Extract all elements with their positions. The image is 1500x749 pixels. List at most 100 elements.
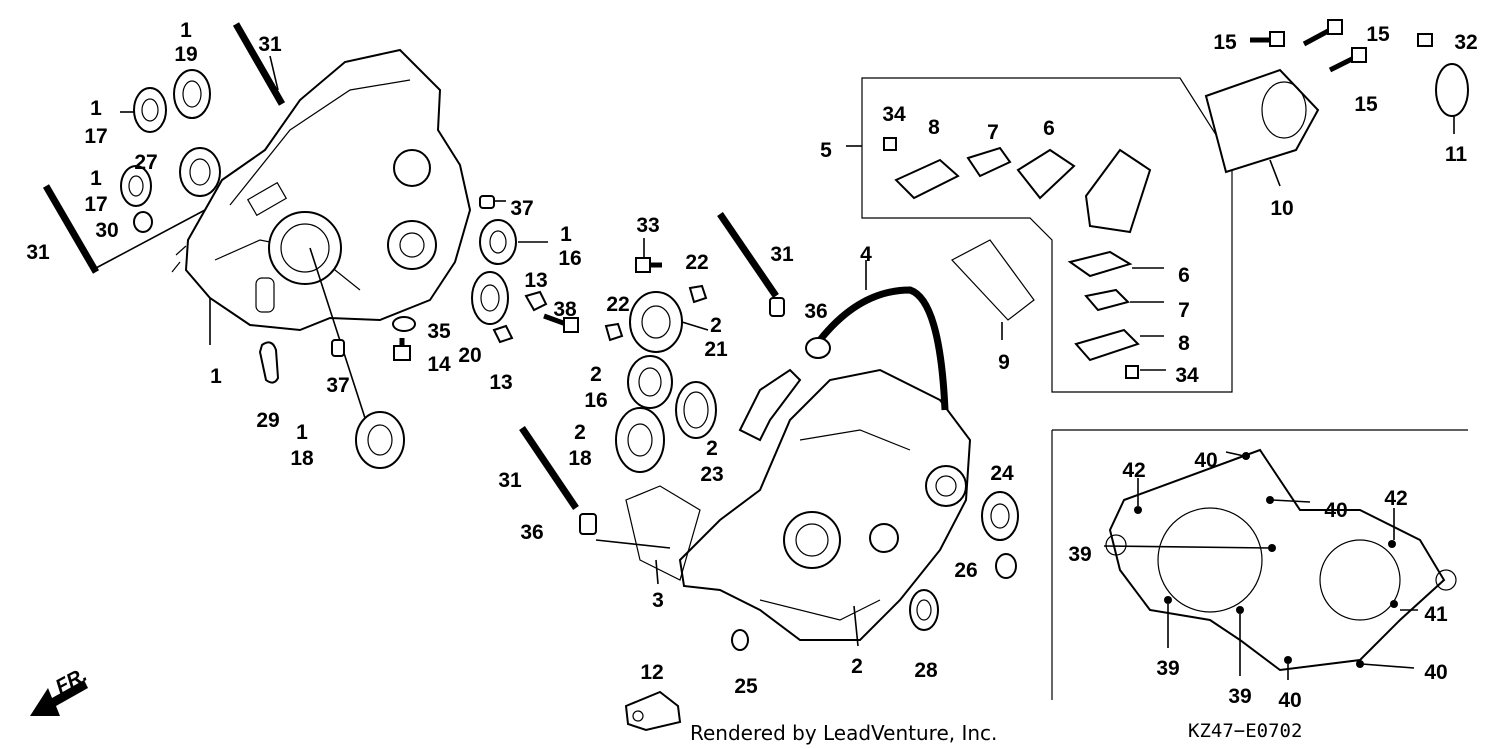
- callout-c14: 14: [427, 353, 451, 376]
- callout-c1b: 1: [90, 97, 102, 120]
- callout-c15a: 15: [1213, 31, 1237, 54]
- bearing-18-mid: [615, 407, 665, 473]
- bearing-23: [675, 381, 717, 439]
- callout-c39c: 39: [1228, 685, 1251, 708]
- callout-c2e: 2: [851, 655, 863, 678]
- callout-c40c: 40: [1278, 689, 1301, 712]
- bracket-clip: [738, 368, 802, 442]
- callout-c18a: 18: [290, 447, 314, 470]
- nut-13-upper: [524, 290, 548, 312]
- callout-c1f: 1: [296, 421, 308, 444]
- callout-c20: 20: [458, 344, 481, 367]
- callout-c22b: 22: [606, 293, 629, 316]
- callout-c5: 5: [820, 139, 832, 162]
- bearing-18-left: [309, 247, 405, 469]
- reed-7-lower: [1084, 288, 1164, 312]
- reed-cage: [1084, 148, 1152, 234]
- callout-c8a: 8: [928, 116, 940, 139]
- front-direction-marker: FR.: [30, 664, 91, 716]
- bearing-21: [629, 291, 709, 353]
- callout-c15c: 15: [1354, 93, 1378, 116]
- reed-6-upper: [1016, 148, 1076, 200]
- seal-24: [981, 491, 1019, 541]
- reed-stopper-8-lower: [1074, 328, 1164, 362]
- callout-c7b: 7: [1178, 299, 1190, 322]
- callout-c12: 12: [640, 661, 663, 684]
- callout-c31d: 31: [498, 469, 522, 492]
- callout-c34a: 34: [882, 103, 906, 126]
- callout-c6b: 6: [1178, 264, 1190, 287]
- bearing-20: [471, 271, 509, 325]
- callout-c23: 23: [700, 463, 723, 486]
- callout-c39a: 39: [1068, 543, 1091, 566]
- nut-13-lower: [492, 324, 514, 344]
- dowel-37-upper: [479, 195, 506, 209]
- screw-34-upper: [883, 137, 897, 151]
- callout-c21: 21: [704, 338, 728, 361]
- callout-c40d: 40: [1424, 661, 1447, 684]
- breather-hose-4: [805, 260, 949, 411]
- callout-c1e: 1: [210, 365, 222, 388]
- callout-c42b: 42: [1384, 487, 1407, 510]
- callout-c37a: 37: [510, 197, 533, 220]
- callout-c2a: 2: [710, 314, 722, 337]
- inset-gasket-detail: [1051, 429, 1468, 700]
- callout-c31b: 31: [26, 241, 50, 264]
- diagram-code: KZ47−E0702: [1188, 720, 1302, 742]
- callout-c28: 28: [914, 659, 938, 682]
- callout-c6a: 6: [1043, 117, 1055, 140]
- rendered-by-text: Rendered by LeadVenture, Inc.: [690, 721, 997, 745]
- clamp-11: [1435, 63, 1469, 134]
- stud-31-mid: [717, 212, 779, 298]
- seal-26: [995, 553, 1017, 579]
- callout-c18b: 18: [568, 447, 592, 470]
- callout-c25: 25: [734, 675, 758, 698]
- dowel-36-lower: [579, 513, 671, 549]
- callout-c36a: 36: [804, 300, 827, 323]
- callout-c8b: 8: [1178, 332, 1190, 355]
- callout-c34b: 34: [1175, 364, 1199, 387]
- callout-c17a: 17: [84, 125, 107, 148]
- callout-c30: 30: [95, 219, 118, 242]
- callout-c11: 11: [1445, 143, 1468, 166]
- leader-2-case: [853, 605, 859, 647]
- callout-c1d: 1: [560, 223, 572, 246]
- bolt-33: [635, 238, 662, 273]
- bearing-16-mid: [627, 355, 673, 409]
- bolt-14: [393, 338, 411, 361]
- right-crankcase-half: [678, 368, 972, 641]
- bearing-16-left: [479, 219, 548, 265]
- front-marker-text: FR.: [52, 664, 91, 699]
- callout-c19: 19: [174, 43, 197, 66]
- callout-c24: 24: [990, 462, 1014, 485]
- callout-c1a: 1: [180, 19, 192, 42]
- callout-c29: 29: [256, 409, 279, 432]
- bearing-19: [173, 69, 211, 119]
- callout-c4: 4: [860, 243, 872, 266]
- callout-c1c: 1: [90, 167, 102, 190]
- dowel-36-upper: [769, 297, 785, 317]
- callout-c36b: 36: [520, 521, 543, 544]
- callout-c31c: 31: [770, 243, 794, 266]
- callout-c27: 27: [134, 151, 157, 174]
- callout-c41: 41: [1424, 603, 1448, 626]
- callout-c35: 35: [427, 320, 451, 343]
- nut-22-lower: [604, 322, 624, 342]
- callout-c10: 10: [1270, 197, 1293, 220]
- callout-c39b: 39: [1156, 657, 1179, 680]
- callout-c13b: 13: [489, 371, 512, 394]
- screw-34-lower: [1125, 365, 1166, 379]
- callout-c32: 32: [1454, 31, 1477, 54]
- reed-stopper-8-upper: [894, 158, 960, 200]
- bearing-27: [179, 147, 221, 197]
- callout-c16b: 16: [584, 389, 607, 412]
- callout-c3: 3: [652, 589, 664, 612]
- reed-valve-assembly-5: [846, 77, 1233, 393]
- callout-c9: 9: [998, 351, 1010, 374]
- callout-c37b: 37: [326, 374, 349, 397]
- washer-35: [392, 316, 416, 332]
- callout-c38: 38: [553, 298, 577, 321]
- callout-c33: 33: [636, 214, 659, 237]
